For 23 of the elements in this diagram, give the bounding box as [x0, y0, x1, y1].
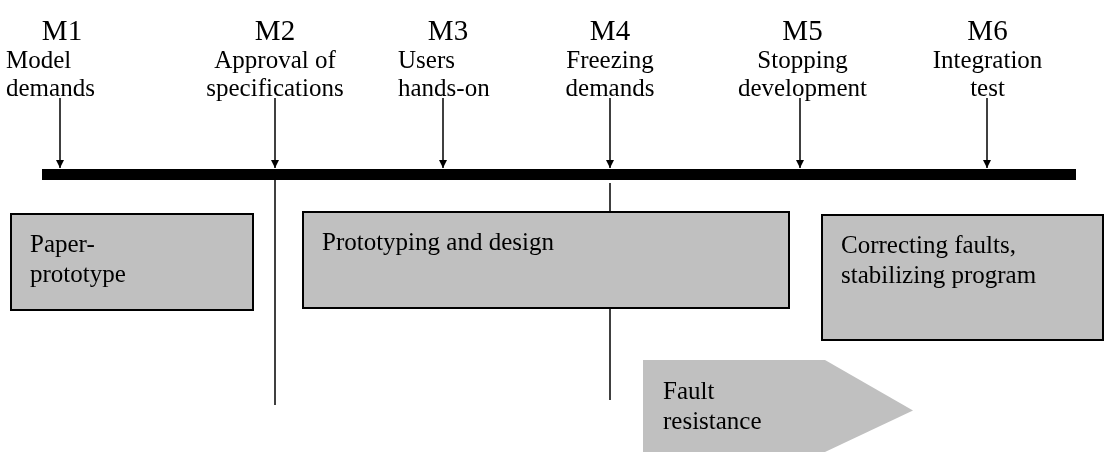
phase-box: Correcting faults, stabilizing program	[821, 214, 1104, 341]
milestone-number: M1	[40, 14, 84, 46]
arrow	[796, 97, 804, 169]
milestone-number: M2	[253, 14, 297, 46]
milestone-label: Freezing demands	[564, 46, 656, 102]
milestone-label: Approval of specifications	[205, 46, 345, 102]
milestone-label: Users hands-on	[398, 46, 491, 102]
milestone-number: M4	[588, 14, 632, 46]
arrow	[271, 97, 279, 169]
milestone-label: Integration test	[931, 46, 1044, 102]
milestone-number: M5	[781, 14, 824, 46]
arrow	[439, 97, 447, 169]
arrow	[983, 97, 991, 169]
milestone-number: M6	[966, 14, 1009, 46]
timeline-bar	[42, 169, 1076, 180]
milestone-label: Stopping development	[736, 46, 869, 102]
phase-box: Prototyping and design	[302, 211, 790, 309]
arrow	[606, 97, 614, 169]
arrow	[56, 97, 64, 169]
milestone-number: M3	[426, 14, 470, 46]
phase-label: Fault resistance	[663, 376, 763, 436]
phase-box: Paper-prototype	[10, 213, 254, 311]
milestone-label: Model demands	[6, 46, 96, 102]
